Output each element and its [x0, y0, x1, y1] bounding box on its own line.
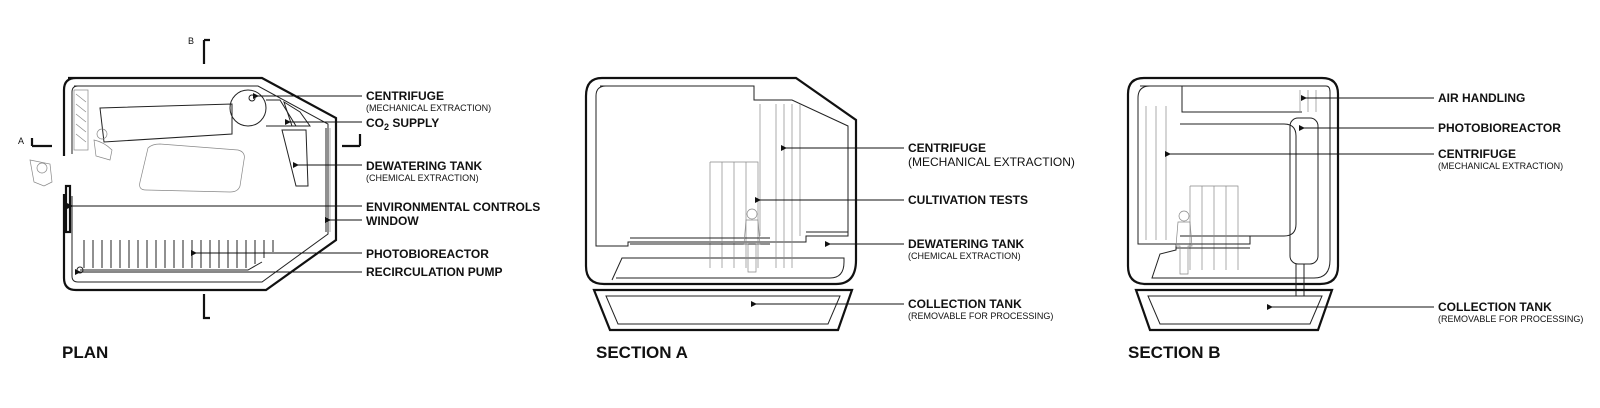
- section-b-outer-wall: [1126, 76, 1340, 286]
- label-collection-tank: COLLECTION TANK: [1438, 300, 1552, 314]
- section-b-collection-tank: [1134, 288, 1334, 332]
- label-centrifuge-sub: (MECHANICAL EXTRACTION): [908, 155, 1075, 169]
- label-dewatering-tank-sub: (CHEMICAL EXTRACTION): [908, 251, 1021, 261]
- label-centrifuge-sub: (MECHANICAL EXTRACTION): [1438, 161, 1563, 171]
- plan-outer-wall: [62, 76, 338, 292]
- section-a-title: SECTION A: [596, 343, 688, 362]
- label-collection-tank-sub: (REMOVABLE FOR PROCESSING): [908, 311, 1053, 321]
- label-dewatering-tank-sub: (CHEMICAL EXTRACTION): [366, 173, 479, 183]
- label-photobioreactor: PHOTOBIOREACTOR: [1438, 121, 1561, 135]
- plan-dewatering-tank: [281, 129, 309, 187]
- section-a-drawing: CENTRIFUGE (MECHANICAL EXTRACTION) CULTI…: [584, 76, 1075, 362]
- plan-title: PLAN: [62, 343, 108, 362]
- label-cultivation-tests: CULTIVATION TESTS: [908, 193, 1028, 207]
- label-co2-supply: CO2 SUPPLY: [366, 116, 439, 132]
- person-icon: [93, 128, 113, 161]
- label-centrifuge: CENTRIFUGE: [366, 89, 444, 103]
- label-centrifuge: CENTRIFUGE: [1438, 147, 1516, 161]
- plan-workbench: [99, 103, 233, 143]
- section-b-photobioreactor: [1289, 117, 1319, 265]
- section-a-outer-wall: [584, 76, 858, 286]
- label-collection-tank: COLLECTION TANK: [908, 297, 1022, 311]
- label-air-handling: AIR HANDLING: [1438, 91, 1525, 105]
- plan-table: [139, 143, 245, 193]
- centrifuge-icon: [229, 89, 267, 127]
- label-centrifuge: CENTRIFUGE: [908, 141, 986, 155]
- section-b-title: SECTION B: [1128, 343, 1221, 362]
- environmental-controls-panel: [64, 184, 72, 234]
- plan-inner-wall: [71, 85, 329, 283]
- section-mark-b: B: [188, 36, 194, 46]
- label-window: WINDOW: [366, 214, 419, 228]
- label-environmental-controls: ENVIRONMENTAL CONTROLS: [366, 200, 540, 214]
- plan-photobioreactor: [80, 240, 274, 271]
- label-photobioreactor: PHOTOBIOREACTOR: [366, 247, 489, 261]
- label-centrifuge-sub: (MECHANICAL EXTRACTION): [366, 103, 491, 113]
- person-icon: [1175, 210, 1193, 275]
- person-icon: [743, 208, 761, 273]
- label-collection-tank-sub: (REMOVABLE FOR PROCESSING): [1438, 314, 1583, 324]
- label-dewatering-tank: DEWATERING TANK: [366, 159, 483, 173]
- label-recirculation-pump: RECIRCULATION PUMP: [366, 265, 502, 279]
- plan-shelf: [73, 89, 89, 151]
- person-icon: [29, 159, 53, 187]
- section-mark-a: A: [18, 136, 24, 146]
- label-dewatering-tank: DEWATERING TANK: [908, 237, 1025, 251]
- section-a-collection-tank: [592, 288, 854, 332]
- plan-drawing: B A CENTRIFUGE (MECHANICAL EXTRACTION) C…: [18, 36, 540, 362]
- section-b-drawing: AIR HANDLING PHOTOBIOREACTOR CENTRIFUGE …: [1126, 76, 1583, 362]
